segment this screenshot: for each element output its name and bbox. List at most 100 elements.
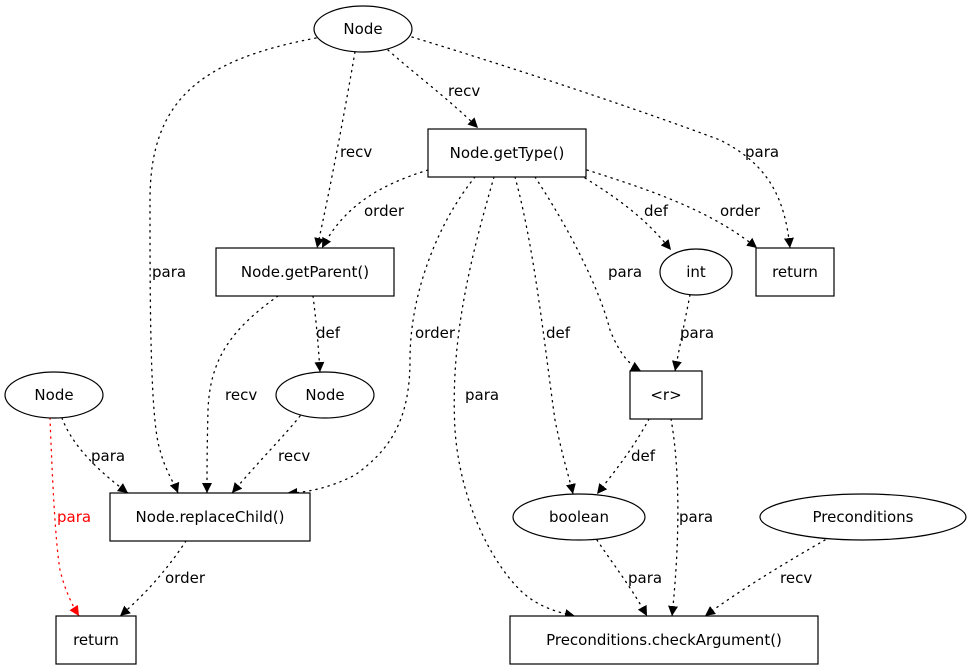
edge-label: para (608, 263, 642, 281)
node-label: Node.getParent() (241, 263, 369, 281)
node-box (509, 615, 819, 665)
edge-line (321, 169, 429, 249)
edge-label: para (465, 386, 499, 404)
edge-boolean-to-checkargument: para (596, 539, 662, 617)
edge-gettype-to-checkargument: para (453, 176, 576, 619)
edge-node_left-to-replacechild: para (61, 417, 129, 494)
graph-node-preconditions: Preconditions (759, 493, 967, 541)
edge-line (312, 295, 325, 373)
edge-node_mid-to-replacechild: recv (231, 415, 310, 494)
node-box (109, 492, 311, 542)
node-label: <r> (650, 386, 681, 404)
edge-line (534, 176, 642, 372)
graph-node-return-l: return (55, 615, 137, 665)
node-label: Preconditions.checkArgument() (546, 631, 782, 649)
edge-getparent-to-replacechild: recv (202, 295, 279, 494)
node-label: return (73, 631, 119, 649)
node-label: Node.getType() (450, 144, 565, 162)
node-label: Node (34, 386, 73, 404)
edge-line (119, 540, 187, 617)
edge-label: para (679, 508, 713, 526)
node-ellipse (275, 371, 375, 419)
edge-line (231, 415, 301, 494)
node-label: return (772, 263, 818, 281)
graph-node-r: <r> (629, 370, 703, 420)
edge-label: def (631, 447, 656, 465)
graph-node-node-left: Node (4, 371, 104, 419)
node-box (215, 247, 395, 297)
graph-node-getparent: Node.getParent() (215, 247, 395, 297)
edge-node_top-to-gettype: recv (387, 49, 480, 129)
edge-line (149, 37, 317, 494)
node-label: boolean (549, 508, 609, 526)
edge-gettype-to-getparent: order (321, 169, 429, 249)
edge-line (202, 295, 279, 494)
node-box (755, 247, 835, 297)
edge-gettype-to-int: def (584, 177, 672, 251)
edge-label: recv (448, 82, 480, 100)
edge-r-to-checkargument: para (668, 418, 713, 617)
graph-node-replacechild: Node.replaceChild() (109, 492, 311, 542)
edge-label: def (644, 202, 669, 220)
edge-gettype-to-boolean: def (514, 176, 576, 495)
node-ellipse (512, 493, 646, 541)
edge-label: para (57, 508, 91, 526)
edge-replacechild-to-return_l: order (119, 540, 206, 617)
graph-node-boolean: boolean (512, 493, 646, 541)
edge-line (584, 177, 672, 251)
edge-label: order (364, 202, 405, 220)
edge-label: recv (225, 386, 257, 404)
edge-line (671, 294, 691, 372)
edge-label: para (680, 324, 714, 342)
node-box (629, 370, 703, 420)
graph-node-node-mid: Node (275, 371, 375, 419)
edge-node_left-to-return_l: para (49, 417, 91, 617)
node-ellipse (759, 493, 967, 541)
edge-label: recv (278, 447, 310, 465)
edge-line (61, 417, 129, 494)
edge-int-to-r: para (671, 294, 714, 372)
edge-gettype-to-replacechild: order (286, 176, 476, 498)
edge-label: recv (340, 143, 372, 161)
graph-node-int: int (659, 248, 733, 296)
graph-node-node-top: Node (313, 5, 413, 53)
edge-label: def (316, 324, 341, 342)
edge-label: order (165, 569, 206, 587)
edge-line (411, 36, 794, 249)
node-ellipse (659, 248, 733, 296)
edge-gettype-to-r: para (534, 176, 642, 372)
edge-line (514, 176, 576, 495)
edge-r-to-boolean: def (596, 418, 656, 495)
edge-line (704, 539, 826, 617)
graph-node-gettype: Node.getType() (427, 128, 587, 178)
node-ellipse (313, 5, 413, 53)
graph-node-checkargument: Preconditions.checkArgument() (509, 615, 819, 665)
node-box (427, 128, 587, 178)
edge-label: order (415, 324, 456, 342)
node-label: Node (343, 20, 382, 38)
edge-node_top-to-replacechild: para (149, 37, 317, 494)
edge-getparent-to-node_mid: def (312, 295, 341, 373)
edge-line (49, 417, 80, 617)
edge-label: para (152, 263, 186, 281)
node-ellipse (4, 371, 104, 419)
edges-layer: recv recv para para order def order para order de… (49, 36, 826, 619)
node-label: int (686, 263, 706, 281)
edge-line (668, 418, 679, 617)
node-label: Preconditions (812, 508, 913, 526)
edge-label: recv (780, 569, 812, 587)
edge-node_top-to-return_r: para (411, 36, 794, 249)
edge-label: para (745, 143, 779, 161)
edge-label: para (91, 447, 125, 465)
edge-preconditions-to-checkargument: recv (704, 539, 826, 617)
edge-line (596, 539, 648, 617)
edge-label: order (720, 202, 761, 220)
graph-node-return-r: return (755, 247, 835, 297)
edge-label: para (628, 569, 662, 587)
edge-line (314, 51, 356, 249)
edge-label: def (546, 324, 571, 342)
edge-node_top-to-getparent: recv (314, 51, 372, 249)
node-box (55, 615, 137, 665)
